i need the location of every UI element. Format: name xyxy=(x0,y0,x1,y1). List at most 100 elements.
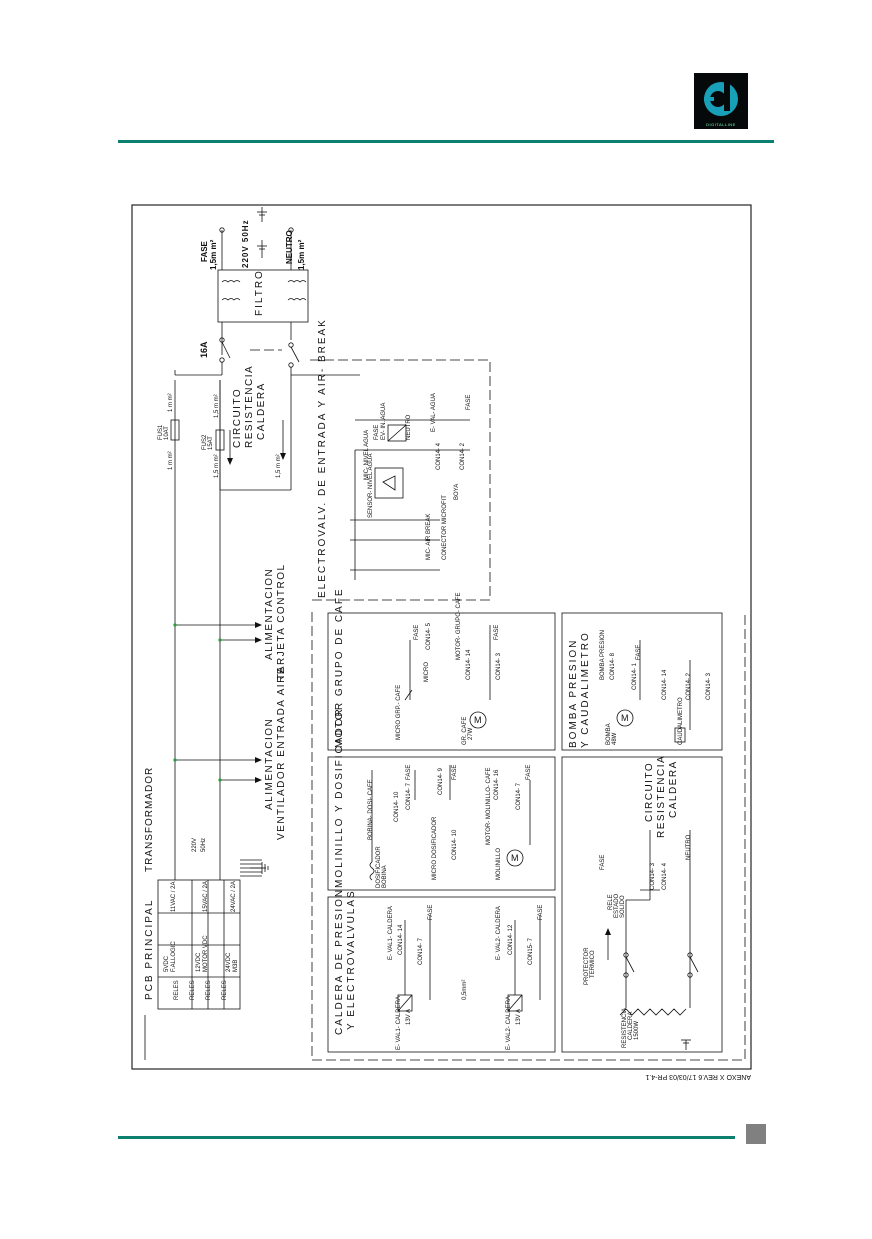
mol-con14-16: CON14- 16 xyxy=(494,769,500,800)
bomba-con14-8: CON14- 8 xyxy=(610,652,616,680)
micro-dosificador: MICRO DOSIFICADOR xyxy=(432,816,438,880)
v12-label: 12VDC xyxy=(196,952,202,972)
cal-con14-7: CON14- 7 xyxy=(418,937,424,965)
motor-grupo-title: MOTOR GRUPO DE CAFE xyxy=(334,587,345,748)
transformer-freq: 50Hz xyxy=(201,838,207,852)
electroval-fase-2: FASE xyxy=(466,395,472,410)
rele-lbl-2: ESTADO xyxy=(614,893,620,918)
res-top-title-3: CALDERA xyxy=(256,382,267,440)
reles-3: RELES xyxy=(206,980,212,1000)
filtro-label: FILTRO xyxy=(254,269,265,316)
res-name-2: CALDERA xyxy=(628,1012,634,1040)
footer-rule xyxy=(118,1136,735,1139)
sensor-nivel: SENSOR- NIVEL AGUA xyxy=(368,454,374,518)
motor-grupo-icon xyxy=(469,711,487,729)
bomba-con14-1: CON14- 1 xyxy=(632,662,638,690)
boya: BOYA xyxy=(454,484,460,500)
protector-lbl-2: TERMICO xyxy=(590,950,596,978)
bomba-presion: BOMBA PRESION xyxy=(600,630,606,680)
cal-section: 0,5mm² xyxy=(462,980,468,1000)
caldera-subtitle: Y ELECTROVALVULAS xyxy=(346,889,357,1030)
bomba-con14-2: CON14- 2 xyxy=(686,672,692,700)
bomba-title: BOMBA PRESION xyxy=(568,639,579,748)
mol-con14-7: CON14- 7 xyxy=(406,782,412,810)
bomba-con14-3: CON14- 3 xyxy=(706,672,712,700)
vac15-label: 15VAC / 2A xyxy=(203,881,209,912)
logo-mark-icon xyxy=(704,81,738,116)
conector-microfit: CONECTOR MICROFIT xyxy=(442,495,448,560)
mg-con14-3: CON14- 3 xyxy=(496,652,502,680)
molinillo-lbl: MOLINILLO xyxy=(496,848,502,880)
res-top-title: CIRCUITO xyxy=(232,388,243,448)
ev1-label: E- VAL1- CALDERA xyxy=(396,996,402,1050)
ev-con14-2: CON14- 2 xyxy=(460,442,466,470)
resistencia-block xyxy=(561,756,723,1053)
cal-con14-12: CON14- 12 xyxy=(508,924,514,955)
mg-fase: FASE xyxy=(414,625,420,640)
bobina-dosi: BOBINA- DOSI- CAFE xyxy=(368,779,374,840)
heater-element xyxy=(619,1008,687,1016)
rele-lbl-3: SOLIDO xyxy=(620,895,626,918)
rele-lbl: RELE xyxy=(608,894,614,910)
res-title-2: RESISTENCIA xyxy=(656,755,667,838)
protector-lbl: PROTECTOR xyxy=(584,947,590,985)
fus2-label: FUS2 xyxy=(202,434,208,450)
fus2-section-a: 1,5 m m² xyxy=(214,454,220,478)
reles-1: RELES xyxy=(174,980,180,1000)
caldera-title: CALDERA DE PRESION xyxy=(334,888,345,1035)
cal-fase-2: FASE xyxy=(538,905,544,920)
bomba-fase: FASE xyxy=(636,645,642,660)
alim-tarjeta-title: ALIMENTACION xyxy=(264,568,275,660)
fus1-symbol xyxy=(170,419,180,441)
sensor-block xyxy=(374,467,404,499)
caudalimetro-symbol xyxy=(674,727,686,743)
molinillo-title: MOLINILLO Y DOSIFICADOR xyxy=(334,707,345,888)
mol-fase-2: FASE xyxy=(406,765,412,780)
dosificador-lbl: DOSIFICADOR xyxy=(376,846,382,888)
transformer-title: TRANSFORMADOR xyxy=(144,767,155,872)
header-rule xyxy=(118,140,774,143)
res-top-title-2: RESISTENCIA xyxy=(244,365,255,448)
switch-16a: 16A xyxy=(199,341,209,358)
cal-con15-7: CON15- 7 xyxy=(528,937,534,965)
v12-sub: MOTOR VDC xyxy=(203,935,209,972)
vac24-label: 24VAC / 2A xyxy=(231,881,237,912)
bomba-lbl: BOMBA xyxy=(606,723,612,745)
mol-con14-7-b: CON14- 7 xyxy=(516,782,522,810)
cal-fase: FASE xyxy=(428,905,434,920)
reles-4: RELES xyxy=(222,980,228,1000)
caldera-block xyxy=(327,896,556,1053)
res-title: CIRCUITO xyxy=(644,762,655,822)
mic-air-break: MIC- AIR BREAK xyxy=(426,514,432,560)
fus2-rating: 15AT xyxy=(208,436,214,450)
mol-con14-9: CON14- 9 xyxy=(438,767,444,795)
neutro-section: 1,5m m² xyxy=(297,239,306,270)
motor-grupo-cafe: MOTOR- GRUPO- CAFE xyxy=(456,592,462,660)
supply-label: 220V 50Hz xyxy=(241,219,250,268)
page-marker xyxy=(746,1124,766,1144)
w27: 27W xyxy=(468,727,474,740)
bobina-lbl: BOBINA xyxy=(382,865,388,888)
fus1-label: FUS1 xyxy=(158,424,164,440)
ev2-label: E- VAL2- CALDERA xyxy=(506,996,512,1050)
molinillo-motor-letter: M xyxy=(511,853,519,863)
res-con14-3: CON14- 3 xyxy=(650,862,656,890)
bomba-con14-14: CON14- 14 xyxy=(662,669,668,700)
mg-micro: MICRO xyxy=(424,662,430,682)
neutro-label: NEUTRO xyxy=(285,230,294,264)
molinillo-motor-icon xyxy=(506,849,524,867)
alim-vent-title: ALIMENTACION xyxy=(264,718,275,810)
ev2-voltage: 13V A xyxy=(516,1009,522,1025)
v5-sub: F.ALLOGIC xyxy=(171,941,177,972)
mol-con14-10: CON14- 10 xyxy=(394,791,400,822)
fus1-section-a: 1 m m² xyxy=(168,451,174,470)
micro-grp: MICRO GRP.- CAFE xyxy=(396,685,402,740)
res-title-3: CALDERA xyxy=(668,760,679,818)
reles-2: RELES xyxy=(190,980,196,1000)
mic-nivel: MIC- NIVEL AGUA xyxy=(364,430,370,480)
mg-con14-5: CON14- 5 xyxy=(426,622,432,650)
mol-fase: FASE xyxy=(452,765,458,780)
caudalimetro-lbl: CAUDALIMETRO xyxy=(678,697,684,745)
vac11-label: 11VAC / 2A xyxy=(171,882,177,912)
